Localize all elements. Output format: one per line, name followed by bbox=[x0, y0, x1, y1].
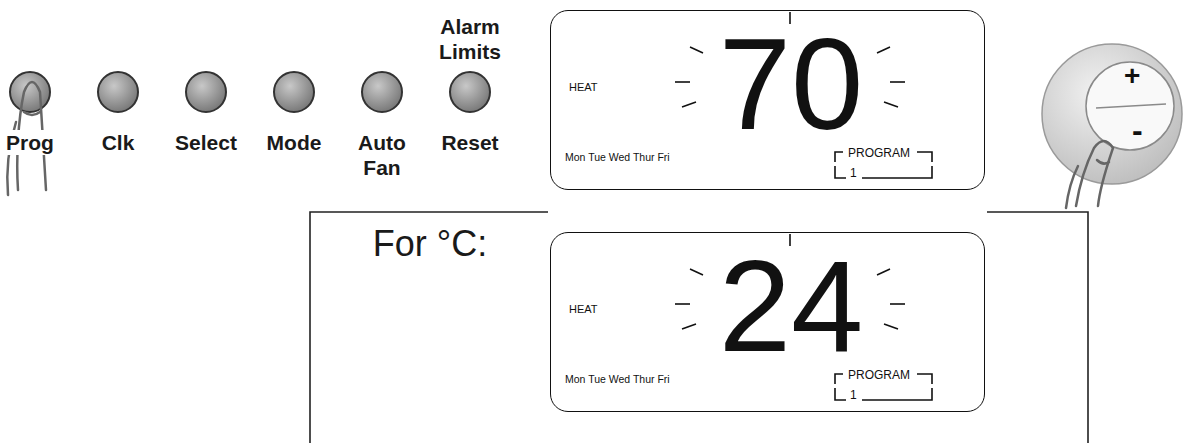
program-indicator: PROGRAM bbox=[848, 369, 910, 383]
push-buttons bbox=[10, 72, 490, 112]
button-label: Mode bbox=[265, 130, 324, 155]
button-label: Prog bbox=[4, 130, 56, 155]
up-down-button: +- bbox=[1040, 42, 1183, 186]
flash-ray bbox=[877, 47, 890, 53]
lcd-display: HEAT 70Mon Tue Wed Thur Fri PROGRAM 1 bbox=[550, 10, 985, 190]
minus-sign: - bbox=[1132, 112, 1143, 149]
flash-ray bbox=[690, 47, 703, 53]
button-label: Auto Fan bbox=[346, 130, 418, 180]
button-label: Reset bbox=[439, 130, 500, 155]
button-circle bbox=[10, 72, 50, 112]
mode-indicator: HEAT bbox=[569, 303, 598, 316]
temperature-digits: 70 bbox=[691, 19, 891, 149]
plus-sign: + bbox=[1124, 60, 1140, 92]
finger-nail bbox=[24, 112, 40, 115]
finger-outline bbox=[1076, 141, 1113, 206]
dial-rim bbox=[1042, 44, 1182, 184]
button-circle bbox=[450, 72, 490, 112]
pointing-finger bbox=[1066, 141, 1113, 208]
lcd-decoration bbox=[675, 12, 932, 178]
temperature-digits: 24 bbox=[691, 241, 891, 371]
flash-ray bbox=[884, 102, 898, 107]
program-number: 1 bbox=[850, 167, 857, 181]
finger-nail bbox=[1097, 160, 1109, 164]
flash-ray bbox=[890, 81, 905, 83]
flash-ray bbox=[675, 81, 690, 83]
button-circle bbox=[274, 72, 314, 112]
program-number: 1 bbox=[850, 389, 857, 403]
lcd-display: HEAT 24Mon Tue Wed Thur Fri PROGRAM 1 bbox=[550, 232, 985, 412]
button-circle bbox=[98, 72, 138, 112]
button-circle bbox=[186, 72, 226, 112]
rocker-divider bbox=[1096, 104, 1166, 108]
weekday-indicator: Mon Tue Wed Thur Fri bbox=[565, 373, 670, 385]
finger-outline bbox=[1066, 166, 1078, 208]
program-indicator: PROGRAM bbox=[848, 147, 910, 161]
mode-indicator: HEAT bbox=[569, 81, 598, 94]
button-label: Alarm Limits bbox=[428, 14, 512, 64]
unit-heading: For °C: bbox=[371, 222, 489, 265]
button-circle bbox=[362, 72, 402, 112]
button-label: Select bbox=[173, 130, 239, 155]
lcd-decoration bbox=[675, 234, 932, 400]
weekday-indicator: Mon Tue Wed Thur Fri bbox=[565, 151, 670, 163]
flash-ray bbox=[682, 102, 696, 107]
dial-outline bbox=[1040, 42, 1183, 186]
button-label: Clk bbox=[100, 130, 137, 155]
frame-line bbox=[310, 212, 1088, 443]
